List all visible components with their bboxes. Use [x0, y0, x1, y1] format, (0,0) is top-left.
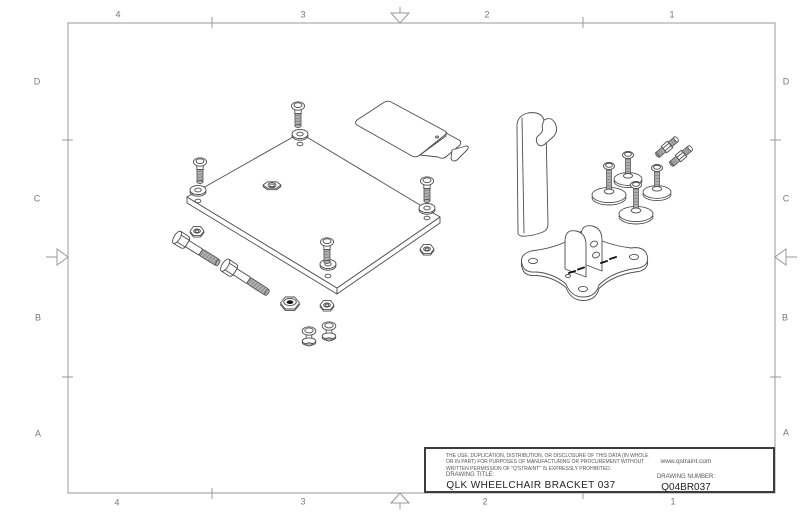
hex-bolt: [172, 230, 221, 267]
zone-row-label: D: [33, 76, 41, 87]
centering-mark-right: [774, 248, 797, 266]
zone-column-label: 2: [484, 9, 490, 20]
zone-column-label: 2: [482, 496, 488, 507]
drawing-number-label: DRAWING NUMBER:: [656, 474, 716, 480]
zone-row-label: B: [781, 312, 789, 323]
nyloc-nut: [280, 296, 300, 311]
mounting-screw: [291, 101, 305, 128]
zone-column-label: 1: [669, 9, 675, 20]
title-block: THE USE, DUPLICATION, DISTRIBUTION, OR D…: [424, 447, 775, 493]
centering-mark-top: [389, 7, 411, 24]
centering-mark-left: [46, 248, 69, 266]
clevis: [564, 225, 603, 278]
mounting-screw: [420, 176, 434, 203]
cross-base: [520, 225, 649, 301]
zone-row-label: B: [34, 312, 42, 323]
corner-washer: [189, 184, 207, 197]
flanged-screw: [321, 321, 337, 342]
zone-row-label: A: [34, 428, 42, 439]
mounting-screw: [193, 157, 207, 184]
corner-washer: [291, 128, 309, 141]
zone-column-label: 4: [115, 9, 121, 20]
zone-row-label: A: [782, 427, 790, 438]
drawing-frame: [46, 7, 797, 509]
centering-mark-bottom: [389, 492, 411, 509]
zone-column-label: 4: [114, 497, 120, 508]
legal-notice: THE USE, DUPLICATION, DISTRIBUTION, OR D…: [446, 453, 649, 472]
zone-column-label: 3: [300, 496, 306, 507]
drawing-number: Q04BR037: [661, 482, 711, 493]
zone-column-label: 1: [670, 496, 676, 507]
zone-column-label: 3: [300, 9, 306, 20]
zone-row-label: C: [33, 193, 41, 204]
zone-row-label: D: [782, 76, 790, 87]
hook-bracket: [516, 112, 558, 237]
hex-nut: [189, 225, 205, 238]
hex-nut: [319, 299, 335, 312]
corner-washer: [418, 202, 436, 215]
leveling-stud: [642, 164, 672, 202]
flanged-screw: [301, 326, 317, 347]
hex-nut: [419, 243, 435, 256]
drawing-title: QLK WHEELCHAIR BRACKET 037: [446, 480, 616, 491]
website-url: www.qstraint.com: [660, 458, 712, 465]
zone-row-label: C: [782, 193, 790, 204]
drawing-title-label: DRAWING TITLE:: [446, 472, 495, 478]
main-plate: [186, 132, 441, 295]
hex-bolt: [220, 258, 270, 296]
l-bracket: [355, 100, 469, 162]
center-nut: [262, 181, 282, 191]
